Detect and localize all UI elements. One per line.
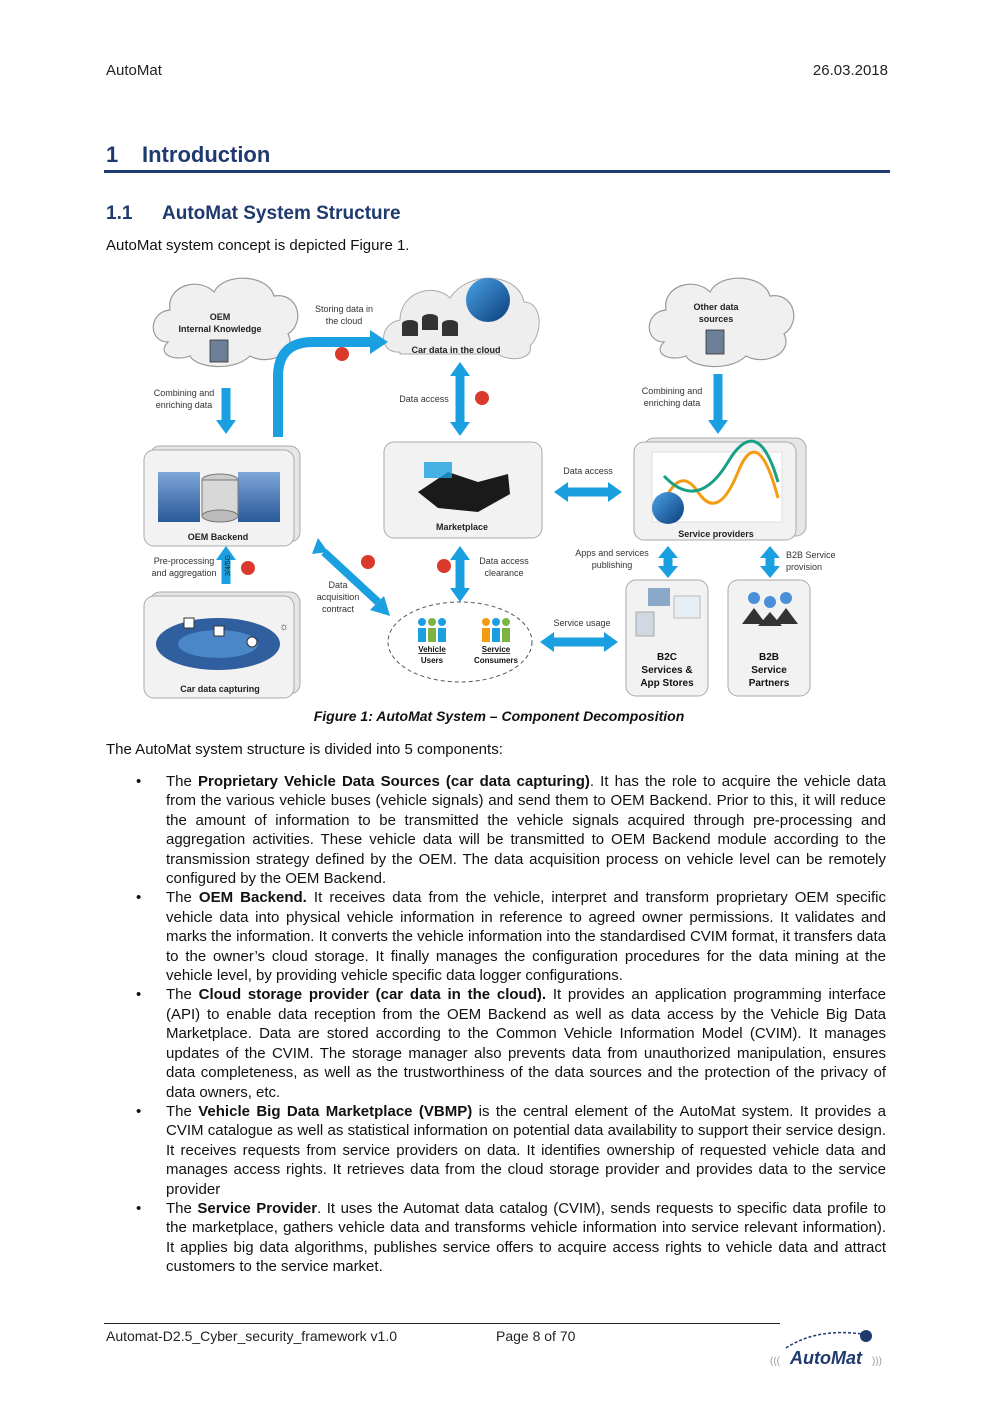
clearance-label-2: clearance	[484, 568, 523, 578]
footer-rule	[104, 1323, 780, 1324]
marketplace-label: Marketplace	[436, 522, 488, 532]
automat-logo: ((( ))) AutoMat	[766, 1324, 890, 1374]
sun-icon: ☼	[279, 621, 289, 633]
acquisition-label-2: acquisition	[317, 592, 360, 602]
network-tag: 3/4/5G	[225, 555, 232, 576]
subsection-title: AutoMat System Structure	[162, 203, 401, 224]
preprocessing-label-1: Pre-processing	[154, 556, 215, 566]
list-item: The OEM Backend. It receives data from t…	[106, 888, 886, 985]
b2b-provision-label-1: B2B Service	[786, 550, 836, 560]
apps-label-2: publishing	[592, 560, 633, 570]
service-providers: Service providers	[633, 437, 807, 541]
oem-knowledge-cloud: OEM Internal Knowledge	[152, 277, 299, 368]
acquisition-label-1: Data	[328, 580, 347, 590]
logo-icon: ((( )))	[770, 1330, 882, 1367]
service-usage-label: Service usage	[553, 618, 610, 628]
combining-right-label-2: enriching data	[644, 398, 701, 408]
b2c-label-2: Services &	[641, 665, 692, 676]
lock-icon	[475, 391, 489, 405]
combining-left-label-2: enriching data	[156, 400, 213, 410]
b2c-box: B2C Services & App Stores	[625, 579, 709, 697]
list-item: The Proprietary Vehicle Data Sources (ca…	[106, 772, 886, 888]
subsection-number: 1.1	[106, 203, 133, 224]
logo-text: AutoMat	[790, 1348, 862, 1368]
preprocessing-label-2: and aggregation	[151, 568, 216, 578]
section-rule	[104, 170, 890, 173]
vehicle-users-label-1: Vehicle	[418, 645, 446, 654]
b2b-box: B2B Service Partners	[727, 579, 811, 697]
svg-text:(((: (((	[770, 1356, 781, 1367]
storing-label-1: Storing data in	[315, 304, 373, 314]
oem-knowledge-label-2: Internal Knowledge	[178, 324, 261, 334]
other-sources-label-2: sources	[699, 314, 734, 324]
footer-page-number: Page 8 of 70	[496, 1328, 576, 1344]
lock-icon	[361, 555, 375, 569]
car-data-capturing: ☼ Car data capturing	[143, 591, 301, 699]
oem-backend-label: OEM Backend	[188, 532, 249, 542]
combining-right-label-1: Combining and	[642, 386, 703, 396]
service-providers-label: Service providers	[678, 529, 754, 539]
lock-icon	[437, 559, 451, 573]
speed-icon	[246, 636, 258, 648]
acquisition-label-3: contract	[322, 604, 355, 614]
cloud-storage: Car data in the cloud	[383, 277, 540, 360]
b2c-label-3: App Stores	[640, 678, 694, 689]
section-number: 1	[106, 142, 119, 167]
lock-icon	[335, 347, 349, 361]
handshake-icon	[418, 472, 510, 512]
storing-arrow	[273, 337, 370, 437]
list-item: The Service Provider. It uses the Automa…	[106, 1199, 886, 1277]
header-left: AutoMat	[106, 62, 162, 79]
service-consumers-label-2: Consumers	[474, 656, 519, 665]
location-icon	[213, 625, 225, 637]
storing-label-2: the cloud	[326, 316, 363, 326]
list-item: The Cloud storage provider (car data in …	[106, 985, 886, 1101]
service-consumers-label-1: Service	[482, 645, 511, 654]
subsection-heading: 1.1 AutoMat System Structure	[106, 203, 401, 225]
oem-backend: OEM Backend	[143, 445, 301, 547]
figure-caption: Figure 1: AutoMat System – Component Dec…	[313, 708, 685, 724]
server-icon	[209, 339, 229, 363]
section-title: Introduction	[142, 142, 271, 167]
system-diagram: OEM Internal Knowledge Other data source…	[143, 277, 836, 699]
header-date: 26.03.2018	[812, 62, 888, 79]
data-access-mid-label: Data access	[563, 466, 613, 476]
section-heading: 1 Introduction	[106, 142, 270, 168]
users-group: Vehicle Users Service Consumers	[387, 601, 533, 683]
car-capture-label: Car data capturing	[180, 684, 260, 694]
server-icon	[705, 329, 725, 355]
list-item: The Vehicle Big Data Marketplace (VBMP) …	[106, 1102, 886, 1199]
other-sources-cloud: Other data sources	[648, 277, 795, 368]
footer-doc-name: Automat-D2.5_Cyber_security_framework v1…	[106, 1328, 398, 1344]
cloud-storage-label: Car data in the cloud	[411, 345, 500, 355]
apps-label-1: Apps and services	[575, 548, 649, 558]
data-access-top-label: Data access	[399, 394, 449, 404]
list-intro: The AutoMat system structure is divided …	[106, 741, 503, 758]
b2b-label-1: B2B	[759, 652, 779, 663]
b2b-label-2: Service	[751, 665, 787, 676]
lock-icon	[241, 561, 255, 575]
b2b-label-3: Partners	[749, 678, 790, 689]
vehicle-users-label-2: Users	[421, 656, 444, 665]
oem-knowledge-label-1: OEM	[210, 312, 231, 322]
b2c-label-1: B2C	[657, 652, 677, 663]
b2b-provision-label-2: provision	[786, 562, 822, 572]
intro-paragraph: AutoMat system concept is depicted Figur…	[106, 237, 410, 254]
svg-text:))): )))	[872, 1356, 882, 1367]
globe-icon	[466, 278, 510, 322]
marketplace: Marketplace	[383, 441, 543, 539]
component-list: The Proprietary Vehicle Data Sources (ca…	[106, 772, 886, 1277]
globe-icon	[652, 492, 684, 524]
other-sources-label-1: Other data	[693, 302, 739, 312]
location-icon	[183, 617, 195, 629]
clearance-label-1: Data access	[479, 556, 529, 566]
combining-left-label-1: Combining and	[154, 388, 215, 398]
